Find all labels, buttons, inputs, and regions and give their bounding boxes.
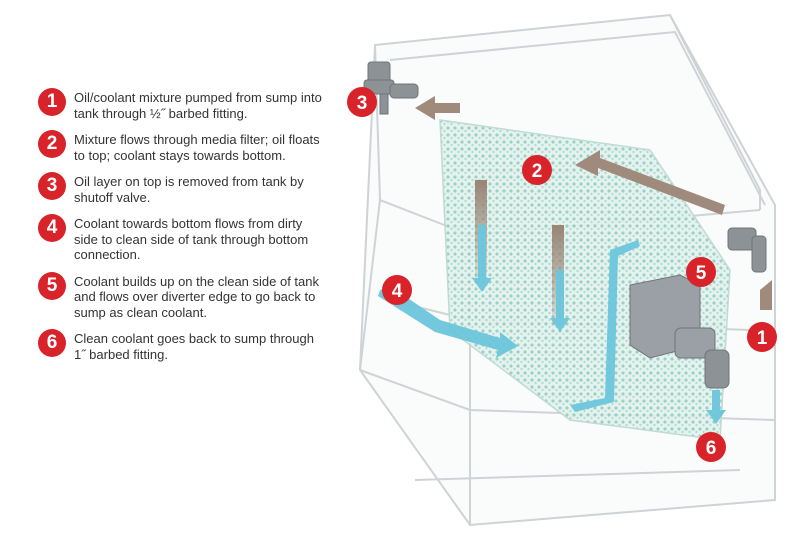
step-text: Oil/coolant mixture pumped from sump int… <box>74 90 322 121</box>
step-item-6: 6 Clean coolant goes back to sump throug… <box>38 329 328 362</box>
step-badge: 4 <box>38 214 66 242</box>
diagram-badge-2: 2 <box>522 155 552 185</box>
step-badge: 6 <box>38 329 66 357</box>
coolant-flow-arrows <box>378 225 726 424</box>
step-badge: 2 <box>38 130 66 158</box>
step-item-5: 5 Coolant builds up on the clean side of… <box>38 271 328 321</box>
step-item-3: 3 Oil layer on top is removed from tank … <box>38 172 328 205</box>
step-text: Coolant builds up on the clean side of t… <box>74 273 320 320</box>
step-text: Coolant towards bottom flows from dirty … <box>74 216 309 262</box>
svg-text:4: 4 <box>392 281 403 302</box>
svg-text:3: 3 <box>357 93 368 114</box>
inlet-fitting <box>727 227 767 273</box>
svg-text:6: 6 <box>706 438 717 459</box>
step-badge: 1 <box>38 88 66 116</box>
step-item-4: 4 Coolant towards bottom flows from dirt… <box>38 214 328 263</box>
diagram-badge-5: 5 <box>686 257 716 287</box>
step-item-2: 2 Mixture flows through media filter; oi… <box>38 130 328 163</box>
step-item-1: 1 Oil/coolant mixture pumped from sump i… <box>38 88 328 121</box>
tank-diagram: 3 2 4 5 1 6 <box>320 0 804 533</box>
step-text: Oil layer on top is removed from tank by… <box>74 174 304 205</box>
svg-text:2: 2 <box>532 161 543 182</box>
diagram-badge-4: 4 <box>382 275 412 305</box>
tank-illustration: 3 2 4 5 1 6 <box>347 13 777 527</box>
shutoff-valve <box>363 61 419 115</box>
svg-text:1: 1 <box>757 328 768 349</box>
step-badge: 5 <box>38 271 66 300</box>
diverter-box <box>629 274 730 389</box>
step-badge: 3 <box>38 172 66 200</box>
step-text: Mixture flows through media filter; oil … <box>74 132 320 163</box>
diagram-badge-1: 1 <box>747 322 777 352</box>
diagram-badge-6: 6 <box>696 432 726 462</box>
step-list: 1 Oil/coolant mixture pumped from sump i… <box>38 88 328 371</box>
svg-text:5: 5 <box>696 263 707 284</box>
diagram-badge-3: 3 <box>347 87 377 117</box>
step-text: Clean coolant goes back to sump through … <box>74 331 314 362</box>
